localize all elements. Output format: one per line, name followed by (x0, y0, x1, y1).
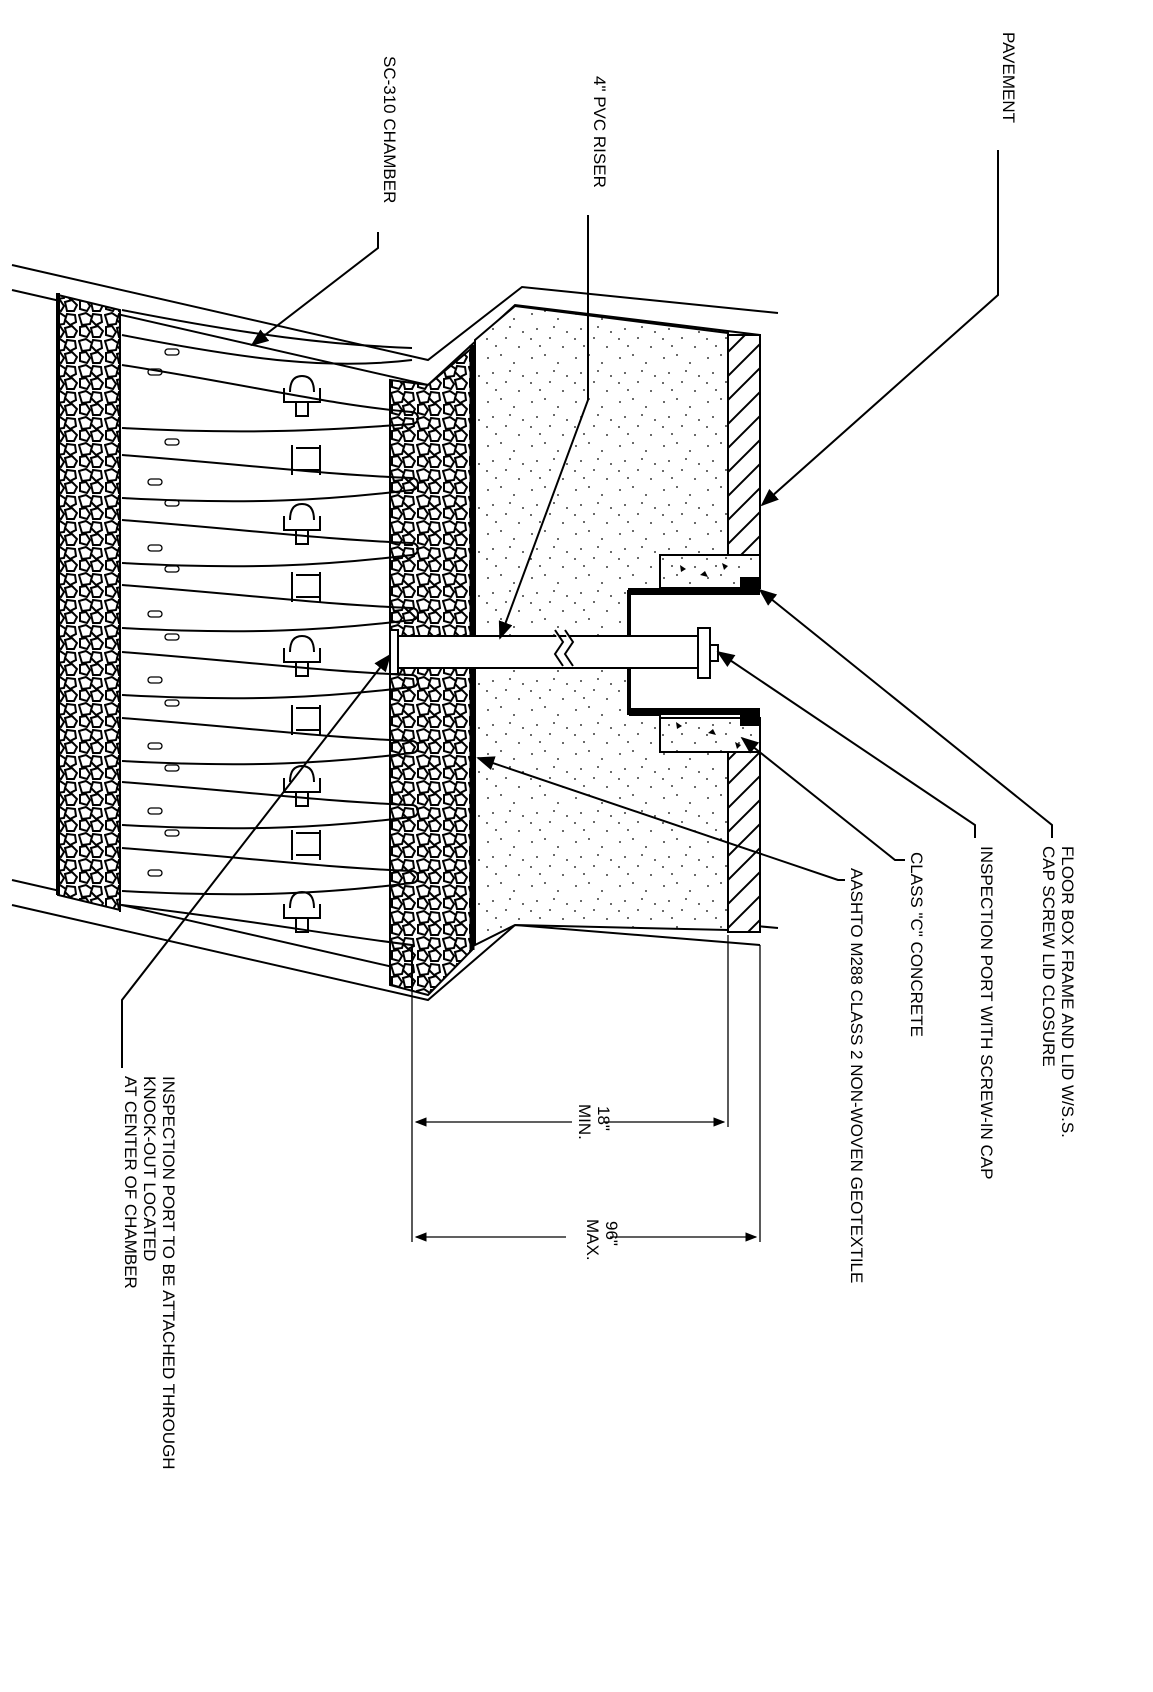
dim-18-value: 18" (594, 1106, 613, 1131)
leader-floor-box (758, 588, 1053, 838)
screw-in-cap (697, 627, 719, 679)
leader-class-c (740, 736, 905, 861)
leader-pvc-riser (498, 215, 589, 640)
label-floor-box-line1: FLOOR BOX FRAME AND LID W/S.S. (1058, 846, 1077, 1138)
label-knockout-line2: KNOCK-OUT LOCATED (140, 1076, 159, 1261)
leader-chamber (250, 232, 379, 347)
label-geotextile: AASHTO M288 CLASS 2 NON-WOVEN GEOTEXTILE (847, 868, 866, 1283)
label-class-c: CLASS "C" CONCRETE (907, 852, 926, 1037)
pvc-riser (389, 629, 701, 675)
leader-inspection-cap (716, 650, 976, 838)
dimension-18-min (411, 935, 729, 1242)
floor-box-frame (627, 577, 760, 726)
leader-pavement (760, 150, 999, 507)
pavement-layer (727, 334, 761, 933)
dim-18-note: MIN. (575, 1104, 594, 1140)
stone-bed (57, 293, 121, 912)
label-knockout-line3: AT CENTER OF CHAMBER (121, 1076, 140, 1289)
dimension-96-max (414, 945, 761, 1242)
label-chamber: SC-310 CHAMBER (380, 56, 399, 203)
label-inspection-cap: INSPECTION PORT WITH SCREW-IN CAP (977, 846, 996, 1179)
leader-knockout (121, 653, 392, 1068)
dim-96-note: MAX. (583, 1219, 602, 1261)
backfill-soil (474, 304, 729, 947)
leader-geotextile (476, 756, 845, 881)
label-knockout-line1: INSPECTION PORT TO BE ATTACHED THROUGH (159, 1076, 178, 1470)
chamber-body (119, 309, 419, 990)
dim-96-value: 96" (602, 1221, 621, 1246)
stone-cover (389, 345, 473, 997)
label-floor-box-line2: CAP SCREW LID CLOSURE (1039, 846, 1058, 1067)
label-pavement: PAVEMENT (999, 32, 1018, 123)
label-pvc-riser: 4" PVC RISER (590, 76, 609, 188)
